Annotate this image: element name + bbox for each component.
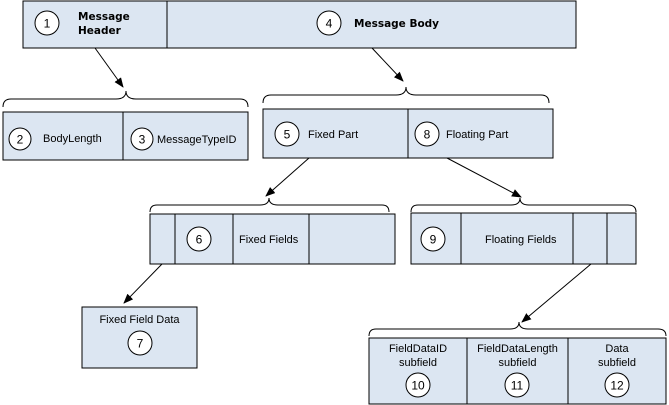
- floating-fields-row: 9 Floating Fields: [410, 212, 637, 265]
- arrow-body-to-parts: [371, 47, 404, 82]
- data-subfield-label-line2: subfield: [598, 357, 636, 369]
- number-circle: [130, 127, 154, 151]
- field-data-length-label-line2: subfield: [499, 357, 537, 369]
- number-label: 12: [610, 379, 624, 393]
- field-data-id-label-line2: subfield: [399, 357, 437, 369]
- message-header-label-line2: Header: [78, 25, 122, 37]
- arrow-header-to-fields: [94, 47, 124, 88]
- floating-fields-label: Floating Fields: [485, 234, 557, 246]
- number-circle: [127, 330, 153, 356]
- arrow-fixed-fields-to-data: [123, 263, 163, 304]
- data-subfield-label-line1: Data: [605, 343, 629, 355]
- number-circle: [8, 127, 32, 151]
- body-length-label: BodyLength: [43, 133, 102, 145]
- brace-header-fields: [2, 90, 249, 108]
- number-circle: [420, 226, 446, 252]
- number-circle: [316, 10, 342, 36]
- brace-floating-fields: [410, 197, 637, 213]
- fixed-part-box: 5 Fixed Part: [262, 108, 409, 159]
- arrow-floating-part-to-fields: [446, 157, 522, 198]
- number-label: 9: [430, 233, 437, 247]
- number-circle: [274, 121, 300, 147]
- fixed-fields-label: Fixed Fields: [239, 234, 299, 246]
- body-length-box: 2 BodyLength: [2, 111, 124, 161]
- number-circle: [604, 372, 630, 398]
- message-type-id-box: 3 MessageTypeID: [122, 111, 249, 161]
- fixed-part-label: Fixed Part: [308, 129, 358, 141]
- floating-part-box: 8 Floating Part: [407, 108, 554, 159]
- fixed-field-data-box: Fixed Field Data 7: [81, 306, 198, 369]
- number-label: 8: [424, 128, 431, 142]
- brace-body-parts: [262, 86, 550, 104]
- number-label: 10: [411, 379, 425, 393]
- number-label: 1: [44, 17, 51, 31]
- message-body-box: 4 Message Body: [166, 0, 577, 49]
- number-circle: [34, 10, 60, 36]
- number-label: 11: [511, 379, 524, 393]
- field-data-length-box: FieldDataLength subfield 11: [466, 337, 569, 405]
- number-circle: [414, 121, 440, 147]
- brace-subfields: [368, 321, 667, 337]
- number-label: 3: [139, 133, 146, 147]
- number-circle: [504, 372, 530, 398]
- number-label: 7: [137, 337, 144, 351]
- number-label: 5: [284, 128, 291, 142]
- brace-fixed-fields: [149, 197, 390, 213]
- arrow-floating-fields-to-subfields: [521, 263, 592, 323]
- fixed-fields-row: 6 Fixed Fields: [149, 213, 396, 265]
- number-circle: [405, 372, 431, 398]
- message-header-box: 1 Message Header: [22, 0, 168, 49]
- field-data-id-box: FieldDataID subfield 10: [368, 337, 468, 405]
- message-body-label: Message Body: [354, 18, 439, 30]
- data-subfield-box: Data subfield 12: [567, 337, 667, 405]
- arrow-fixed-part-to-fields: [265, 157, 310, 197]
- message-type-id-label: MessageTypeID: [157, 134, 237, 146]
- field-data-id-label-line1: FieldDataID: [389, 343, 447, 355]
- floating-part-label: Floating Part: [446, 129, 508, 141]
- field-data-length-label-line1: FieldDataLength: [477, 343, 558, 355]
- number-label: 2: [17, 133, 24, 147]
- fixed-field-data-label: Fixed Field Data: [99, 314, 180, 326]
- number-label: 4: [326, 17, 333, 31]
- number-circle: [186, 226, 212, 252]
- message-header-label-line1: Message: [78, 11, 130, 23]
- number-label: 6: [196, 233, 203, 247]
